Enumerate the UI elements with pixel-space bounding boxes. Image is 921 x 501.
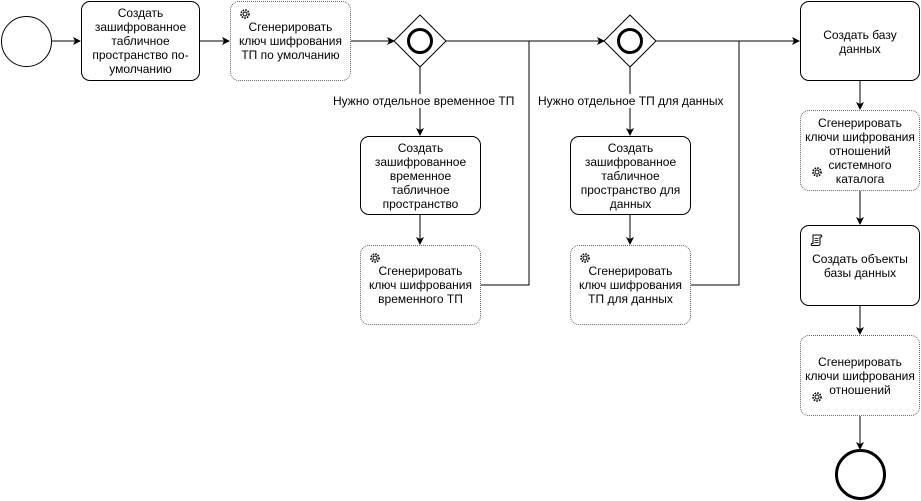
task-label: Создать зашифрованное временное таблично… bbox=[374, 140, 467, 211]
task-label: Создать зашифрованное табличное простран… bbox=[92, 6, 189, 76]
gear-icon bbox=[812, 167, 822, 177]
flow-data-return bbox=[691, 41, 740, 286]
task-gen-catalog-keys[interactable]: Сгенерировать ключи шифрования отношений… bbox=[800, 110, 920, 191]
task-create-db-objects[interactable]: Создать объекты базы данных bbox=[800, 225, 920, 306]
task-label: Сгенерировать ключи шифрования отношений bbox=[805, 354, 915, 397]
task-label: Сгенерировать ключ шифрования ТП по умол… bbox=[238, 20, 342, 62]
condition-need-data: Нужно отдельное ТП для данных bbox=[538, 94, 724, 108]
condition-need-temp: Нужно отдельное временное ТП bbox=[333, 94, 515, 108]
task-gen-default-key[interactable]: Сгенерировать ключ шифрования ТП по умол… bbox=[230, 1, 351, 81]
task-gen-temp-key[interactable]: Сгенерировать ключ шифрования временного… bbox=[360, 245, 481, 325]
task-gen-relation-keys[interactable]: Сгенерировать ключи шифрования отношений bbox=[800, 335, 920, 416]
task-label: Создать зашифрованное табличное простран… bbox=[580, 140, 681, 211]
start-event bbox=[1, 16, 52, 67]
task-create-db[interactable]: Создать базу данных bbox=[800, 1, 920, 81]
gateway-data bbox=[603, 14, 657, 68]
task-label: Создать объекты базы данных bbox=[812, 251, 908, 280]
gateway-temp bbox=[393, 14, 447, 68]
task-label: Сгенерировать ключи шифрования отношений… bbox=[805, 115, 915, 186]
task-label: Создать базу данных bbox=[823, 28, 897, 56]
task-label: Сгенерировать ключ шифрования ТП для дан… bbox=[578, 264, 682, 306]
end-event bbox=[835, 449, 886, 500]
gear-icon bbox=[580, 253, 590, 263]
gear-icon bbox=[812, 392, 822, 402]
task-create-data-ts[interactable]: Создать зашифрованное табличное простран… bbox=[570, 136, 691, 215]
gear-icon bbox=[240, 9, 250, 19]
task-label: Сгенерировать ключ шифрования временного… bbox=[368, 264, 472, 306]
task-create-default-ts[interactable]: Создать зашифрованное табличное простран… bbox=[81, 1, 200, 81]
flow-temp-return bbox=[481, 41, 530, 286]
task-create-temp-ts[interactable]: Создать зашифрованное временное таблично… bbox=[360, 136, 481, 215]
task-gen-data-key[interactable]: Сгенерировать ключ шифрования ТП для дан… bbox=[570, 245, 691, 325]
script-icon bbox=[810, 234, 823, 246]
gear-icon bbox=[370, 253, 380, 263]
